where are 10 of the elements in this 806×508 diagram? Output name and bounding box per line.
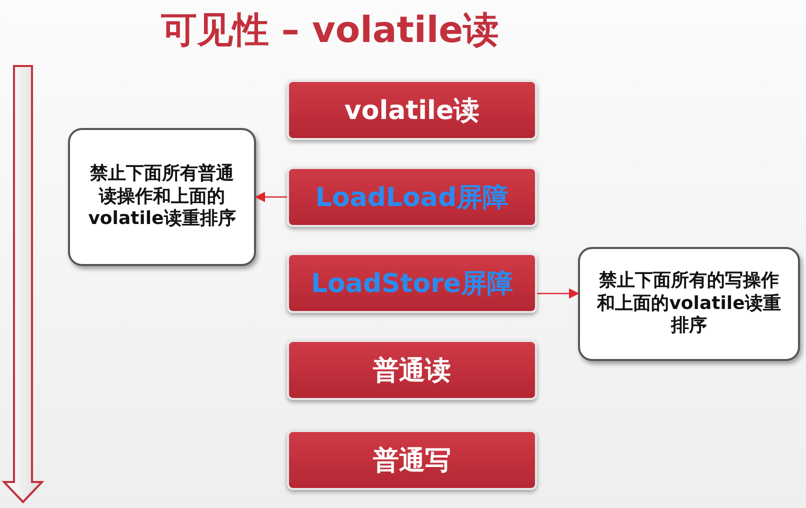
process-box: LoadStore屏障 bbox=[287, 253, 537, 313]
arrow bbox=[254, 192, 287, 202]
process-box: 普通写 bbox=[287, 430, 537, 490]
process-box: LoadLoad屏障 bbox=[287, 167, 537, 227]
note-box: 禁止下面所有普通读操作和上面的volatile读重排序 bbox=[68, 128, 256, 266]
process-box: volatile读 bbox=[287, 80, 537, 140]
note-box: 禁止下面所有的写操作和上面的volatile读重排序 bbox=[578, 247, 800, 361]
title: 可见性 – volatile读 bbox=[160, 9, 500, 53]
arrow bbox=[537, 288, 580, 299]
process-box: 普通读 bbox=[287, 340, 537, 400]
